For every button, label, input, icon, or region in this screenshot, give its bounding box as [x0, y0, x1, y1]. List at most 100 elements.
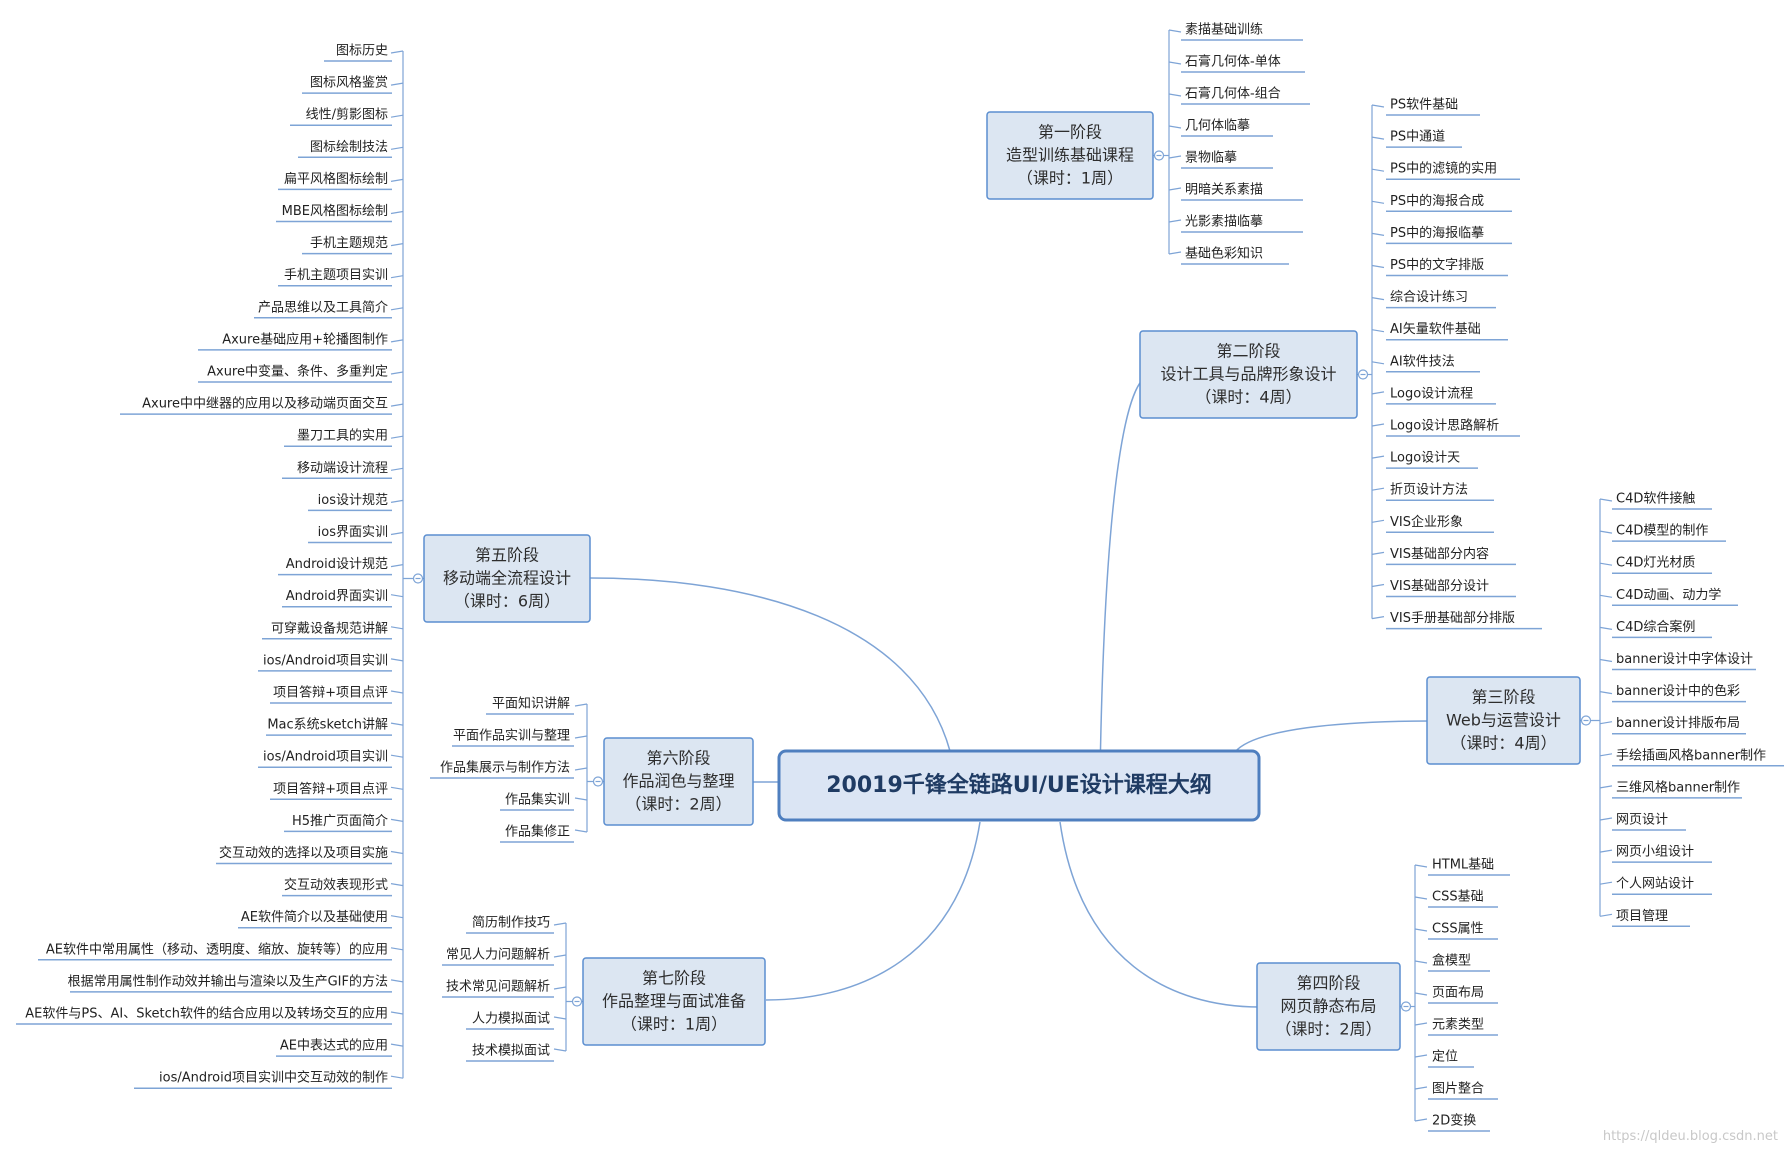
topic-item[interactable]: 项目答辩+项目点评	[270, 781, 392, 801]
stage-collapse-toggle-s6[interactable]	[592, 776, 604, 787]
topic-item[interactable]: AE中表达式的应用	[276, 1038, 392, 1057]
topic-item[interactable]: Axure基础应用+轮播图制作	[198, 331, 392, 351]
topic-item[interactable]: C4D灯光材质	[1612, 556, 1712, 574]
topic-item[interactable]: ios/Android项目实训	[258, 750, 392, 768]
topic-item[interactable]: 图片整合	[1428, 1082, 1498, 1100]
topic-item[interactable]: 作品集修正	[500, 824, 574, 843]
topic-item[interactable]: Axure中中继器的应用以及移动端页面交互	[120, 396, 392, 415]
topic-item[interactable]: 三维风格banner制作	[1612, 779, 1742, 799]
topic-item[interactable]: 个人网站设计	[1612, 877, 1712, 895]
topic-item[interactable]: PS中的海报临摹	[1386, 225, 1512, 245]
topic-item[interactable]: 元素类型	[1428, 1018, 1498, 1036]
topic-item[interactable]: 网页小组设计	[1612, 845, 1712, 863]
topic-item[interactable]: 网页设计	[1612, 813, 1686, 831]
topic-item[interactable]: 素描基础训练	[1181, 23, 1303, 41]
topic-item[interactable]: VIS基础部分设计	[1386, 579, 1516, 598]
topic-item[interactable]: CSS属性	[1428, 922, 1498, 940]
topic-item[interactable]: 手绘插画风格banner制作	[1612, 747, 1784, 767]
topic-item[interactable]: 明暗关系素描	[1181, 183, 1303, 201]
topic-item[interactable]: ios设计规范	[308, 493, 392, 512]
topic-item[interactable]: 石膏几何体-组合	[1181, 86, 1310, 105]
topic-item[interactable]: Axure中变量、条件、多重判定	[198, 364, 392, 383]
topic-item[interactable]: HTML基础	[1428, 858, 1510, 876]
topic-item[interactable]: 图标绘制技法	[298, 140, 392, 159]
topic-item[interactable]: 图标风格鉴赏	[302, 75, 392, 94]
stage-collapse-toggle-s4[interactable]	[1400, 1001, 1412, 1012]
topic-item[interactable]: PS中的文字排版	[1386, 257, 1508, 277]
topic-item[interactable]: VIS企业形象	[1386, 514, 1494, 534]
stage-collapse-toggle-s1[interactable]	[1153, 150, 1165, 161]
topic-item[interactable]: 人力模拟面试	[466, 1012, 554, 1030]
topic-item[interactable]: banner设计排版布局	[1612, 716, 1746, 735]
topic-item[interactable]: 盒模型	[1428, 953, 1490, 972]
topic-item[interactable]: C4D综合案例	[1612, 620, 1712, 639]
topic-item[interactable]: 平面知识讲解	[486, 696, 574, 715]
topic-item[interactable]: 产品思维以及工具简介	[254, 299, 392, 319]
topic-item[interactable]: 手机主题规范	[302, 236, 392, 255]
topic-item[interactable]: 平面作品实训与整理	[452, 729, 574, 747]
topic-item[interactable]: 移动端设计流程	[282, 461, 392, 480]
topic-item[interactable]: 技术模拟面试	[466, 1044, 554, 1062]
topic-item[interactable]: AE软件中常用属性（移动、透明度、缩放、旋转等）的应用	[38, 941, 392, 961]
topic-item[interactable]: 项目管理	[1612, 909, 1690, 928]
topic-item[interactable]: Android设计规范	[278, 557, 392, 576]
topic-item[interactable]: 线性/剪影图标	[290, 107, 392, 126]
topic-item[interactable]: PS中的滤镜的实用	[1386, 161, 1520, 180]
topic-item[interactable]: AE软件与PS、AI、Sketch软件的结合应用以及转场交互的应用	[16, 1006, 392, 1025]
topic-item[interactable]: 折页设计方法	[1386, 482, 1494, 501]
topic-item[interactable]: CSS基础	[1428, 890, 1498, 908]
topic-item[interactable]: 页面布局	[1428, 986, 1498, 1004]
topic-item[interactable]: 综合设计练习	[1386, 290, 1496, 309]
topic-item[interactable]: 手机主题项目实训	[278, 268, 392, 287]
topic-item[interactable]: AI软件技法	[1386, 354, 1480, 373]
topic-item[interactable]: 交互动效的选择以及项目实施	[216, 845, 392, 865]
topic-item[interactable]: 简历制作技巧	[466, 915, 554, 934]
topic-item[interactable]: MBE风格图标绘制	[276, 203, 392, 223]
topic-item[interactable]: 几何体临摹	[1181, 118, 1273, 137]
topic-item[interactable]: PS中通道	[1386, 130, 1462, 148]
topic-item[interactable]: 墨刀工具的实用	[284, 428, 392, 447]
topic-item[interactable]: 常见人力问题解析	[442, 948, 554, 966]
topic-item[interactable]: Logo设计思路解析	[1386, 418, 1520, 437]
topic-item[interactable]: AE软件简介以及基础使用	[238, 909, 392, 929]
topic-item[interactable]: VIS手册基础部分排版	[1386, 611, 1542, 630]
topic-item[interactable]: 定位	[1428, 1050, 1474, 1068]
topic-item[interactable]: ios界面实训	[308, 525, 392, 544]
stage-collapse-toggle-s5[interactable]	[412, 573, 424, 584]
topic-item[interactable]: 光影素描临摹	[1181, 215, 1303, 233]
topic-item[interactable]: PS中的海报合成	[1386, 193, 1512, 213]
topic-item[interactable]: 项目答辩+项目点评	[270, 685, 392, 704]
topic-item[interactable]: ios/Android项目实训	[258, 653, 392, 672]
topic-item[interactable]: banner设计中的色彩	[1612, 683, 1746, 703]
topic-item[interactable]: 作品集展示与制作方法	[430, 760, 574, 779]
topic-item[interactable]: H5推广页面简介	[284, 813, 392, 833]
topic-item[interactable]: 作品集实训	[500, 792, 574, 811]
topic-item[interactable]: Logo设计天	[1386, 451, 1478, 469]
stage-collapse-toggle-s3[interactable]	[1580, 715, 1592, 726]
topic-item[interactable]: Mac系统sketch讲解	[266, 718, 392, 736]
topic-item[interactable]: C4D动画、动力学	[1612, 587, 1738, 607]
topic-item[interactable]: banner设计中字体设计	[1612, 652, 1756, 671]
stage-collapse-toggle-s2[interactable]	[1357, 369, 1369, 380]
topic-item[interactable]: 技术常见问题解析	[442, 980, 554, 998]
topic-item[interactable]: Logo设计流程	[1386, 386, 1496, 405]
topic-item[interactable]: VIS基础部分内容	[1386, 546, 1516, 566]
topic-item[interactable]: AI矢量软件基础	[1386, 322, 1508, 341]
topic-item[interactable]: 交互动效表现形式	[282, 877, 392, 897]
stage-collapse-toggle-s7[interactable]	[571, 996, 583, 1007]
topic-item[interactable]: 根据常用属性制作动效并输出与渲染以及生产GIF的方法	[68, 973, 392, 993]
topic-item[interactable]: 石膏几何体-单体	[1181, 54, 1305, 73]
center-topic[interactable]: 20019千锋全链路UI/UE设计课程大纲	[777, 749, 1261, 822]
topic-item[interactable]: 可穿戴设备规范讲解	[262, 620, 392, 640]
topic-item[interactable]: 2D变换	[1428, 1113, 1490, 1132]
topic-item[interactable]: 图标历史	[324, 44, 392, 62]
topic-item[interactable]: C4D模型的制作	[1612, 523, 1726, 542]
topic-item[interactable]: 扁平风格图标绘制	[278, 171, 392, 191]
